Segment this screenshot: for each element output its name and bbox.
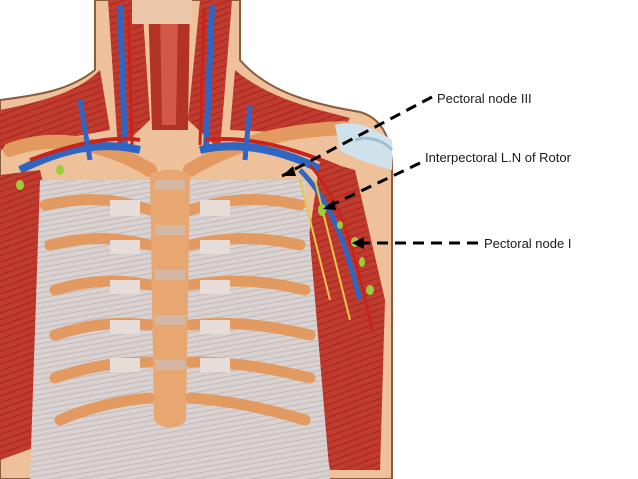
- leader-lines: [281, 95, 478, 249]
- pectoral-node-i-label: Pectoral node I: [484, 236, 572, 251]
- lymph-node: [56, 165, 64, 175]
- interpectoral-node-label: Interpectoral L.N of Rotor: [425, 150, 571, 165]
- lymph-node: [359, 257, 365, 267]
- pectoral-node-iii-label: Pectoral node III: [437, 91, 532, 106]
- lymph-node: [318, 204, 326, 216]
- clavicles: [3, 121, 352, 177]
- trapezius-right: [230, 70, 350, 135]
- axillary-region: [16, 164, 374, 331]
- lymph-node: [337, 221, 343, 229]
- sternum: [150, 169, 190, 428]
- lymph-node: [16, 180, 24, 190]
- neck-region: [108, 0, 232, 151]
- shoulder-joint: [335, 123, 392, 170]
- lymph-node: [366, 285, 374, 295]
